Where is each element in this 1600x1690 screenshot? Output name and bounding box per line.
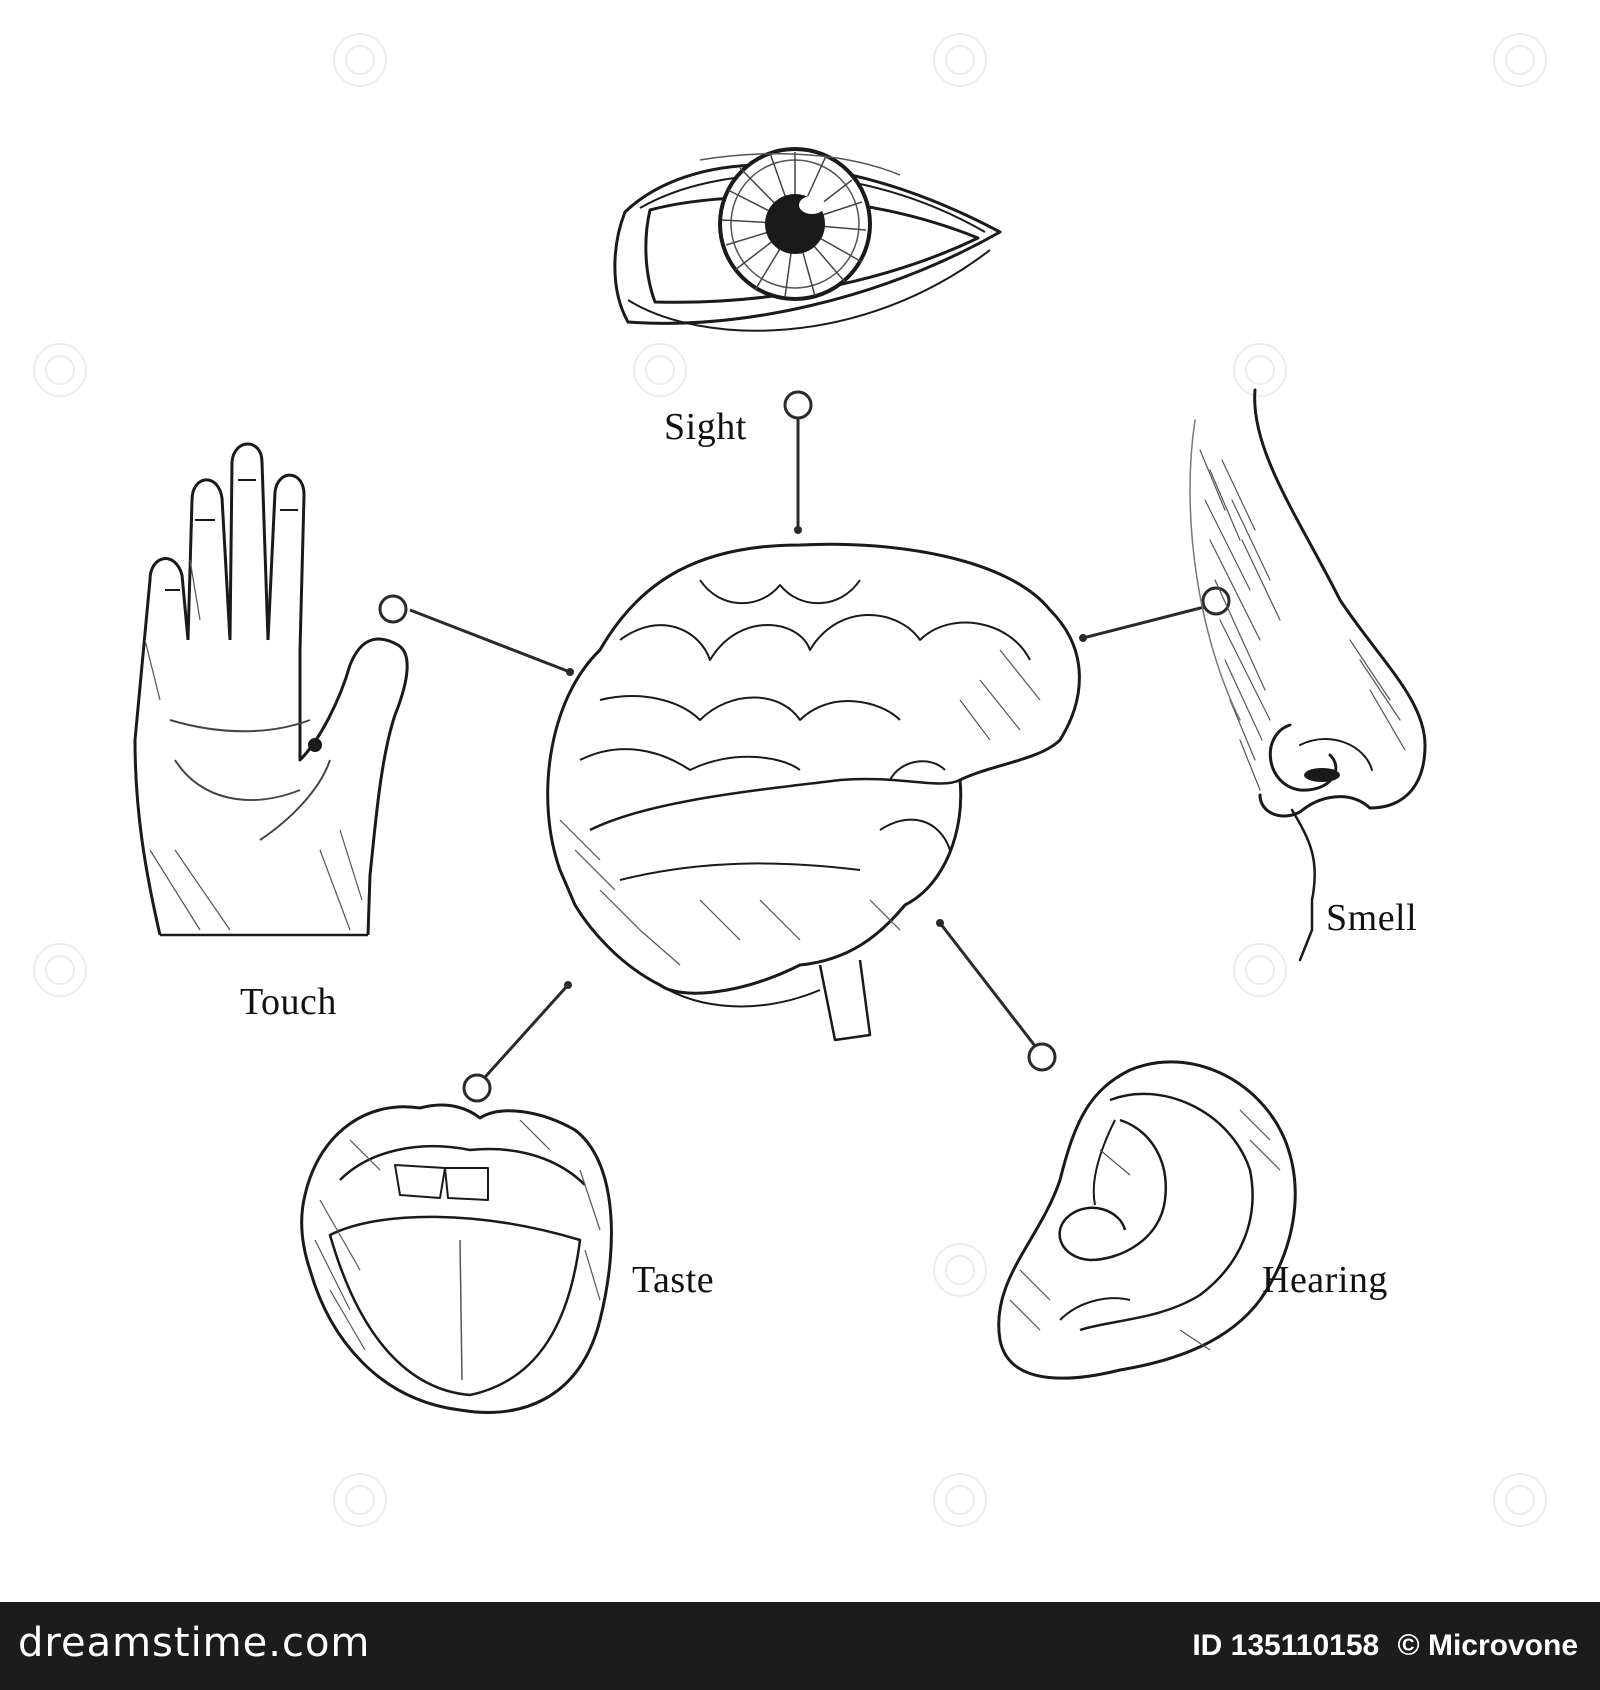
watermark-pattern bbox=[33, 33, 1547, 1527]
label-smell: Smell bbox=[1326, 897, 1418, 939]
label-hearing: Hearing bbox=[1262, 1259, 1388, 1301]
connector-taste bbox=[475, 983, 570, 1088]
label-sight: Sight bbox=[664, 406, 747, 448]
node-taste bbox=[462, 1073, 492, 1103]
connector-touch bbox=[409, 608, 571, 674]
eye-icon bbox=[613, 147, 1002, 332]
ear-icon bbox=[997, 1060, 1297, 1380]
image-id: ID 135110158 bbox=[1192, 1629, 1380, 1662]
node-sight bbox=[783, 390, 813, 420]
label-touch: Touch bbox=[240, 981, 337, 1023]
stock-footer-bar: dreamstime.com ID 135110158 © Microvone bbox=[0, 1602, 1600, 1690]
nose-icon bbox=[1189, 388, 1427, 962]
image-credit: ID 135110158 © Microvone bbox=[1182, 1629, 1578, 1663]
diagram-canvas: Sight Smell Touch Taste Hearing bbox=[33, 33, 1547, 1527]
brain-icon bbox=[546, 542, 1081, 1042]
connector-nodes bbox=[378, 390, 1231, 1103]
connector-hearing bbox=[938, 922, 1044, 1056]
node-hearing bbox=[1027, 1042, 1057, 1072]
image-author: © Microvone bbox=[1397, 1629, 1578, 1662]
connectors bbox=[409, 418, 1217, 1088]
brand-logo-text[interactable]: dreamstime.com bbox=[18, 1620, 371, 1666]
hand-icon bbox=[133, 442, 409, 937]
connector-ends bbox=[564, 526, 1087, 989]
mouth-icon bbox=[300, 1103, 613, 1414]
node-touch bbox=[378, 594, 408, 624]
five-senses-illustration bbox=[33, 33, 1547, 1527]
label-taste: Taste bbox=[632, 1259, 715, 1301]
node-smell bbox=[1201, 586, 1231, 616]
connector-smell bbox=[1082, 602, 1217, 640]
